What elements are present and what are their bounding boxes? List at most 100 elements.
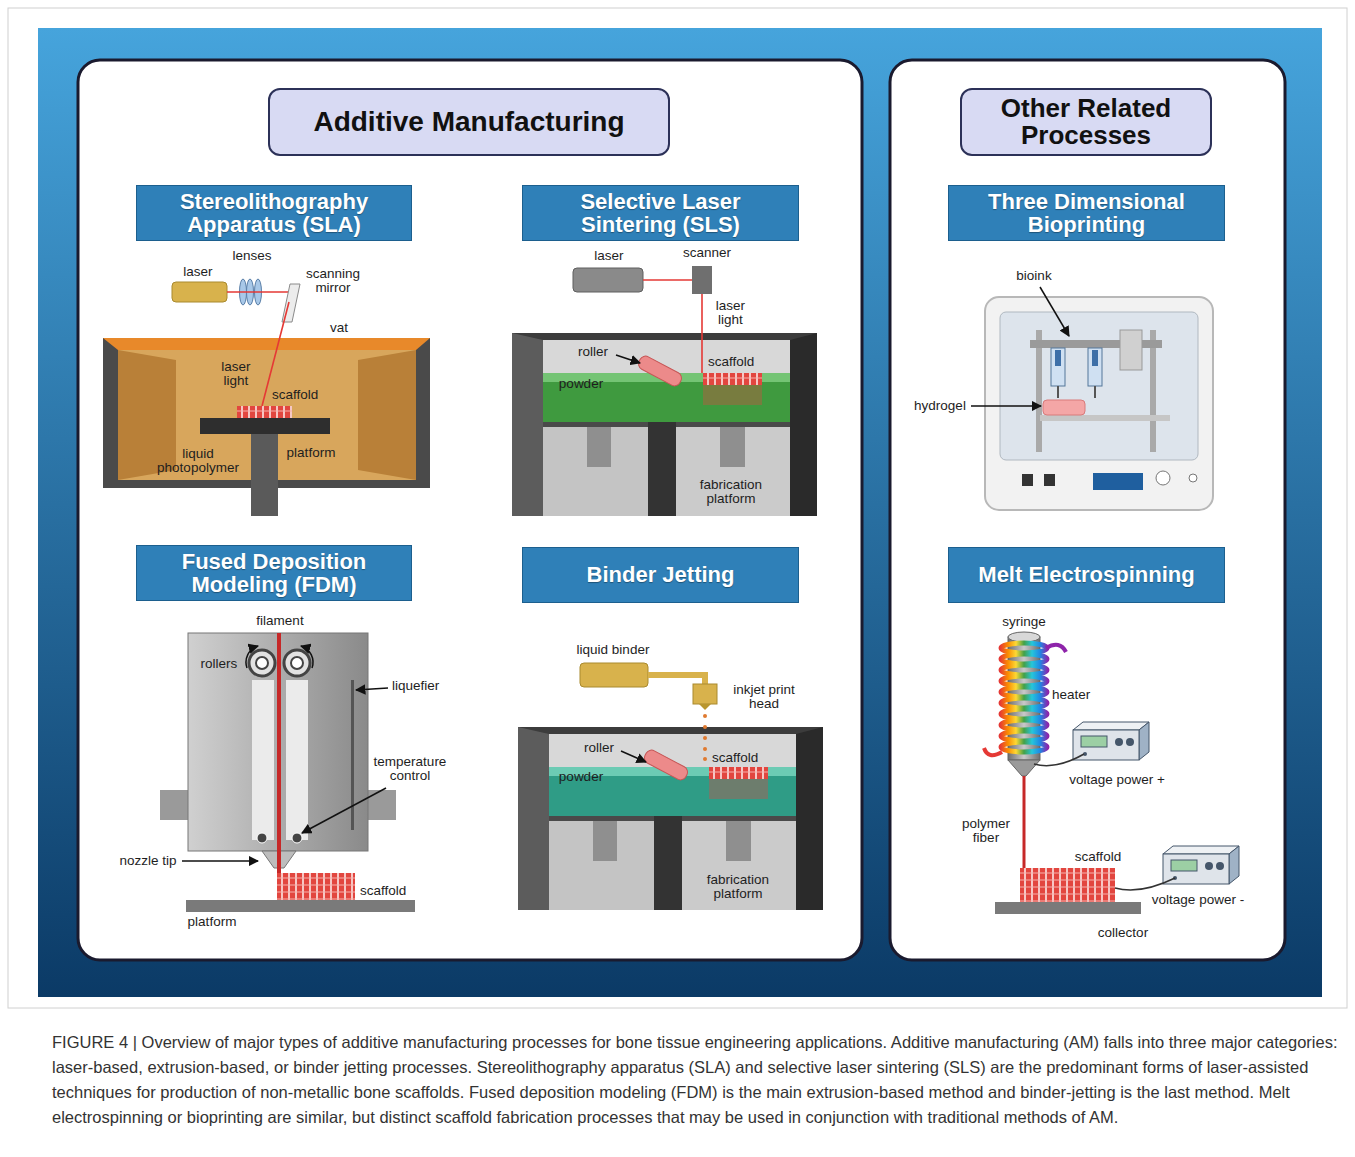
print-bed <box>1040 415 1170 421</box>
piston <box>593 821 617 861</box>
scaffold-strut <box>741 767 742 779</box>
scaffold-strut <box>330 873 331 900</box>
roller-hub <box>256 657 268 669</box>
power-display <box>1171 860 1197 871</box>
syringe-barrel <box>1051 348 1065 386</box>
piston <box>720 427 745 467</box>
scaffold-strut <box>255 406 256 418</box>
part-label: powder <box>559 377 603 391</box>
electrospinning-illustration <box>984 632 1239 914</box>
scaffold-strut <box>277 892 355 893</box>
scaffold-strut <box>703 378 762 379</box>
process-band: Three Dimensional Bioprinting <box>948 185 1225 241</box>
part-label: roller <box>578 345 608 359</box>
process-band: Binder Jetting <box>522 547 799 603</box>
scaffold-strut <box>337 873 338 900</box>
liquefier-channel <box>286 680 308 840</box>
scaffold-strut <box>749 373 750 385</box>
roller-hub <box>291 657 303 669</box>
carriage <box>1120 330 1142 370</box>
scaffold-strut <box>762 767 763 779</box>
scaffold-strut <box>277 885 355 886</box>
process-band: Stereolithography Apparatus (SLA) <box>136 185 412 241</box>
part-label: temperature control <box>365 755 455 783</box>
process-title: Three Dimensional Bioprinting <box>957 190 1216 236</box>
liquefier-edge <box>351 680 354 830</box>
category-panel: Stereolithography Apparatus (SLA) Selecti… <box>78 60 862 960</box>
scaffold-strut <box>248 406 249 418</box>
leader-arrow <box>971 405 1041 407</box>
panel-background <box>78 60 862 960</box>
part-label: laser <box>183 265 212 279</box>
polymer-fiber <box>1023 776 1026 868</box>
part-label: laser <box>594 249 623 263</box>
scaffold-strut <box>734 767 735 779</box>
scaffold-ghost <box>703 385 762 405</box>
vat-rim <box>103 338 430 350</box>
process-title: Fused Deposition Modeling (FDM) <box>145 550 403 596</box>
panel-background <box>890 60 1285 960</box>
laser-beam <box>643 279 692 281</box>
part-label: roller <box>584 741 614 755</box>
button <box>1156 471 1170 485</box>
leader-arrow <box>182 860 258 862</box>
scaffold-strut <box>269 406 270 418</box>
scaffold-strut <box>721 373 722 385</box>
part-label: scaffold <box>712 751 758 765</box>
process-title: Selective Laser Sintering (SLS) <box>531 190 790 236</box>
button <box>1189 474 1197 482</box>
frame-rod <box>1150 330 1156 452</box>
scaffold-strut <box>237 411 292 412</box>
part-label: voltage power + <box>1069 773 1165 787</box>
power-supply <box>1139 722 1149 760</box>
machine-side <box>790 333 817 516</box>
build-chamber <box>676 427 790 516</box>
part-label: collector <box>1098 926 1148 940</box>
scaffold-strut <box>728 373 729 385</box>
leader-arrow <box>302 788 386 833</box>
power-wire <box>1115 878 1175 890</box>
build-platform <box>200 418 330 434</box>
process-title: Melt Electrospinning <box>978 563 1194 586</box>
leader-arrow <box>1040 287 1069 336</box>
laser-source <box>172 282 227 302</box>
panel-heading: Other Related Processes <box>960 88 1212 156</box>
power-supply <box>1229 846 1239 884</box>
scaffold-strut <box>709 772 768 773</box>
part-label: platform <box>287 446 336 460</box>
roller-symbol <box>249 650 275 676</box>
heater-dot <box>257 833 267 843</box>
syringe-barrel <box>1088 348 1102 386</box>
background-panel <box>38 28 1322 997</box>
machine-interior <box>543 340 790 516</box>
leader-arrow <box>621 751 646 762</box>
part-label: laser light <box>708 299 753 327</box>
piston <box>587 427 611 467</box>
part-label: scaffold <box>272 388 318 402</box>
part-label: scaffold <box>360 884 406 898</box>
needle <box>1094 386 1096 398</box>
display-panel <box>1093 473 1143 490</box>
scaffold-strut <box>288 873 289 900</box>
scaffold-strut <box>277 899 355 900</box>
part-label: liquid photopolymer <box>148 447 248 475</box>
binder-droplet <box>703 736 707 740</box>
binder-jetting-illustration <box>518 663 823 910</box>
laser-source <box>573 268 643 292</box>
machine-interior <box>549 734 796 910</box>
scaffold-strut <box>742 373 743 385</box>
binder-droplet <box>703 757 707 761</box>
scaffold-strut <box>351 873 352 900</box>
scaffold-block <box>277 873 355 900</box>
printer-window <box>1000 312 1198 460</box>
mount-tab <box>160 790 190 820</box>
platform-column <box>251 434 278 516</box>
vat-wall <box>358 350 416 480</box>
power-knob <box>1115 738 1123 746</box>
part-label: laser light <box>211 360 261 388</box>
machine-housing <box>518 727 823 910</box>
build-chamber <box>682 821 796 910</box>
machine-housing <box>512 333 817 516</box>
category-panel: Three Dimensional BioprintingMelt Electr… <box>890 60 1285 960</box>
part-label: scanner <box>683 246 731 260</box>
